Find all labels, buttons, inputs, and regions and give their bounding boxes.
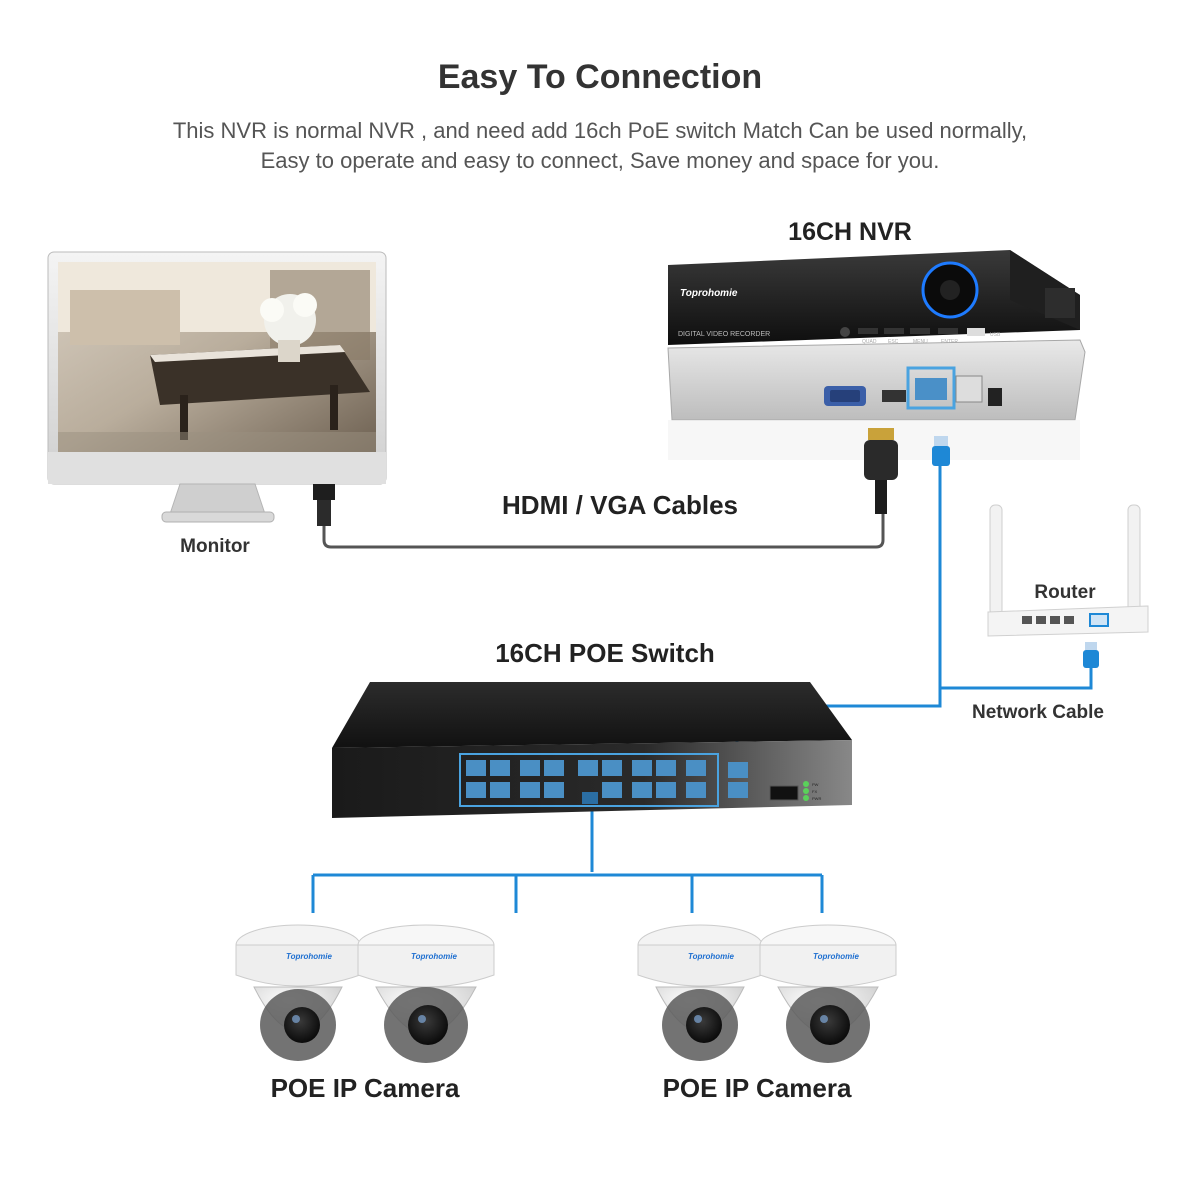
switch-label: 16CH POE Switch (495, 638, 715, 668)
camera-right-label: POE IP Camera (662, 1073, 852, 1103)
camera-3: Toprohomie (637, 924, 763, 1061)
page-title: Easy To Connection (437, 58, 763, 96)
svg-text:PW: PW (812, 782, 819, 787)
svg-text:ENTER: ENTER (941, 339, 958, 345)
monitor (47, 251, 387, 526)
camera-2: Toprohomie (357, 924, 495, 1063)
camera-1: Toprohomie (235, 924, 361, 1061)
cables-label: HDMI / VGA Cables (502, 490, 738, 520)
svg-text:ESC: ESC (888, 339, 899, 345)
svg-text:Toprohomie: Toprohomie (411, 952, 457, 961)
svg-text:Toprohomie: Toprohomie (286, 952, 332, 961)
hdmi-plug (864, 428, 898, 514)
svg-text:QUAD: QUAD (862, 339, 877, 345)
hdmi-vga-cable (322, 510, 885, 549)
subtitle-line-1: This NVR is normal NVR , and need add 16… (172, 118, 1028, 143)
router-label: Router (1034, 582, 1096, 603)
svg-text:Toprohomie: Toprohomie (688, 952, 734, 961)
poe-switch: PW FX PWR (332, 682, 852, 818)
nvr-network-plug (932, 436, 950, 466)
camera-4: Toprohomie (759, 924, 897, 1063)
svg-text:PWR: PWR (812, 796, 821, 801)
svg-text:MENU: MENU (913, 339, 928, 345)
nvr-label: 16CH NVR (788, 218, 912, 246)
svg-text:FX: FX (812, 789, 817, 794)
subtitle-line-2: Easy to operate and easy to connect, Sav… (260, 148, 940, 173)
svg-text:Toprohomie: Toprohomie (813, 952, 859, 961)
svg-text:Toprohomie: Toprohomie (680, 288, 738, 299)
svg-text:DIGITAL VIDEO RECORDER: DIGITAL VIDEO RECORDER (678, 331, 770, 338)
monitor-label: Monitor (180, 536, 250, 557)
nvr-device: Toprohomie DIGITAL VIDEO RECORDER QUAD E… (667, 250, 1086, 460)
camera-left-label: POE IP Camera (270, 1073, 460, 1103)
svg-text:USB: USB (990, 332, 1001, 338)
router-device (987, 504, 1149, 668)
network-cable-label: Network Cable (972, 702, 1104, 723)
